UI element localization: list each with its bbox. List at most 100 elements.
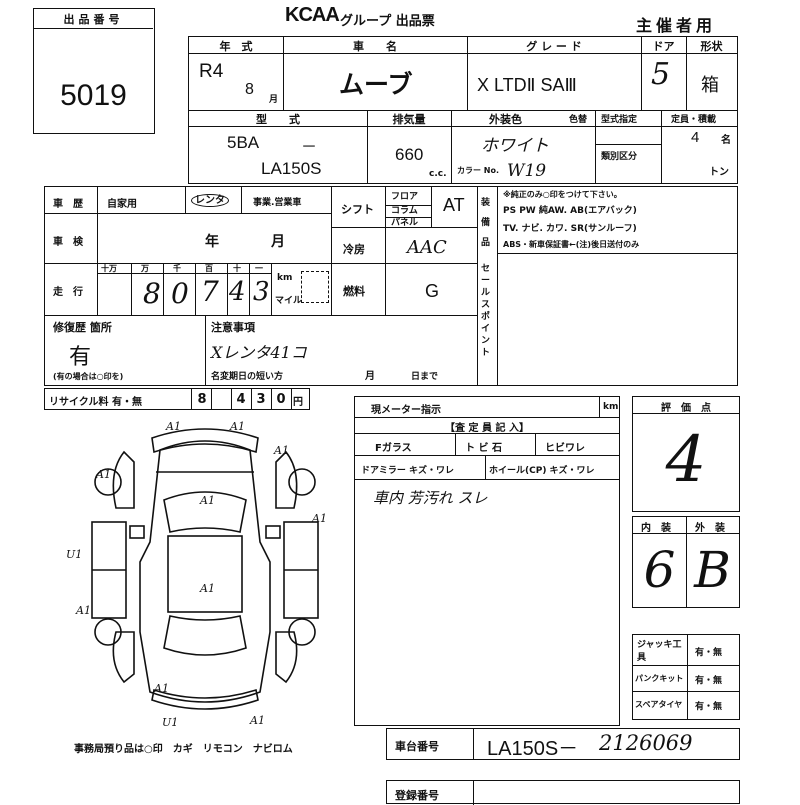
repair-label: 修復歴 箇所 [53,321,112,334]
mark-3: A1 [95,468,111,481]
right-rear-fender [275,631,298,684]
cc-unit: c.c. [429,169,447,179]
digit-label-5: 一 [255,264,263,273]
shift-column: コラム [391,206,418,216]
name-change-day: 日まで [411,372,439,382]
sheet-title: グループ 出品票 [340,14,435,29]
year-month: 8 [245,81,254,98]
right-front-fender [275,450,298,509]
mileage-digit-3: 7 [201,275,219,308]
inspection-month: 月 [271,234,285,250]
chassis-label: 車台番号 [395,740,439,753]
chassis-prefix: LA150S－ [487,738,579,760]
diagram-footer: 事務局預り品は○印 カギ リモコン ナビロム [74,744,293,755]
lot-number: 5019 [60,79,127,112]
registration-box: 登録番号 [386,780,740,805]
shift-panel: パネル [391,218,419,228]
displacement: 660 [395,145,424,164]
exterior-grade: B [694,541,731,599]
color-no-label: カラー No. [457,166,500,175]
chassis-number: 2126069 [599,731,693,755]
year-era: R4 [199,61,224,82]
year-label: 年 式 [219,40,253,53]
capacity: 4 [691,129,700,146]
model-label: 型 式 [256,113,300,126]
grade: X LTDⅡ SAⅢ [477,75,577,95]
lot-number-box: 出品番号 5019 [33,8,155,134]
recycle-box: リサイクル料 有・無 8 4 3 0 円 [44,388,310,410]
recycle-digit-0: 8 [197,392,207,407]
spare-yes-no: 有・無 [695,702,723,712]
model: LA150S [261,159,322,178]
mileage-digit-5: 3 [253,277,270,307]
mileage-km: km [277,273,293,283]
meter-label: 現メーター指示 [371,405,441,416]
digit-label-3: 百 [205,264,213,273]
score-label: 評 価 点 [661,403,711,414]
recycle-digit-2: 3 [256,392,266,407]
doors: 5 [651,57,671,92]
shift-label: シフト [341,203,374,216]
car-name-label: 車 名 [353,40,397,53]
inspection-label: 車 検 [53,237,83,248]
lot-number-label: 出品番号 [63,13,124,26]
equipment-note: ※純正のみ○印をつけて下さい。 [503,190,622,199]
displacement-label: 排気量 [392,113,426,126]
inspection-panel: 現メーター指示 km 【査 定 員 記 入】 Fガラス ト ビ 石 ヒビワレ ド… [354,396,620,726]
history-label: 車 歴 [53,199,83,210]
wheel-front-left [94,468,122,496]
mark-1: A1 [165,420,181,433]
history-table: 車 歴 自家用 レンタ 事業.営業車 車 検 年 月 走 行 十万 万 千 百 … [44,186,738,386]
mirror-right [265,525,281,539]
tools-box: ジャッキ工具 有・無 パンクキット 有・無 スペアタイヤ 有・無 [632,634,740,720]
equipment-line1: PS PW 純AW. AB(エアバック) [503,206,637,216]
car-body-outline [139,440,271,703]
sales-point-label: セールスポイント [481,264,491,358]
inspector-label: 【査 定 員 記 入】 [445,423,529,434]
spare-label: スペアタイヤ [635,700,683,709]
organizer-label: 主催者用 [636,16,717,35]
recycle-unit: 円 [293,397,303,408]
exterior-label: 外 装 [695,523,725,534]
ext-color-label: 外装色 [489,113,522,126]
name-change-month: 月 [365,371,375,382]
recycle-label: リサイクル料 有・無 [49,397,142,408]
recycle-digit-3: 0 [276,392,286,407]
interior-grade: 6 [643,541,676,599]
mileage-digit-2: 0 [171,277,189,310]
mark-8: U1 [66,548,82,561]
left-front-fender [112,450,135,509]
capacity-unit: 名 [721,135,731,146]
recycle-digit-1: 4 [236,392,246,407]
color-change-label: 色替 [569,115,588,125]
mark-11: A1 [249,714,265,727]
color-no: W19 [507,161,547,181]
grade-label: グ レ ー ド [526,40,582,53]
digit-label-0: 十万 [101,264,117,273]
digit-label-1: 万 [141,264,149,273]
shift-floor: フロア [391,192,419,202]
car-roof [167,535,243,613]
glass-crack: ヒビワレ [545,443,585,454]
body-label: 形状 [700,40,723,53]
model-prefix: 5BA [227,133,260,152]
doors-label: ドア [652,40,675,53]
jack-yes-no: 有・無 [695,648,723,658]
left-rear-fender [112,631,135,684]
brand-logo: KCAA [285,4,340,26]
car-rear-window [163,615,247,656]
equipment-line2: TV. ナビ. カワ. SR(サンルーフ) [503,224,637,234]
type-designation-label: 型式指定 [601,115,638,125]
car-windshield [163,491,247,533]
wheel-rear-left [94,618,122,646]
puncture-label: パンクキット [635,674,684,683]
equipment-side-label: 装備品 [481,198,491,248]
mark-12: A1 [153,682,169,695]
meter-km: km [603,402,619,412]
mark-5: A1 [199,494,215,507]
body-type: 箱 [701,75,719,96]
mirror-left [129,525,145,539]
mark-7: A1 [199,582,215,595]
wheel-rear-right [288,618,316,646]
glass-chip: ト ビ 石 [465,443,502,454]
